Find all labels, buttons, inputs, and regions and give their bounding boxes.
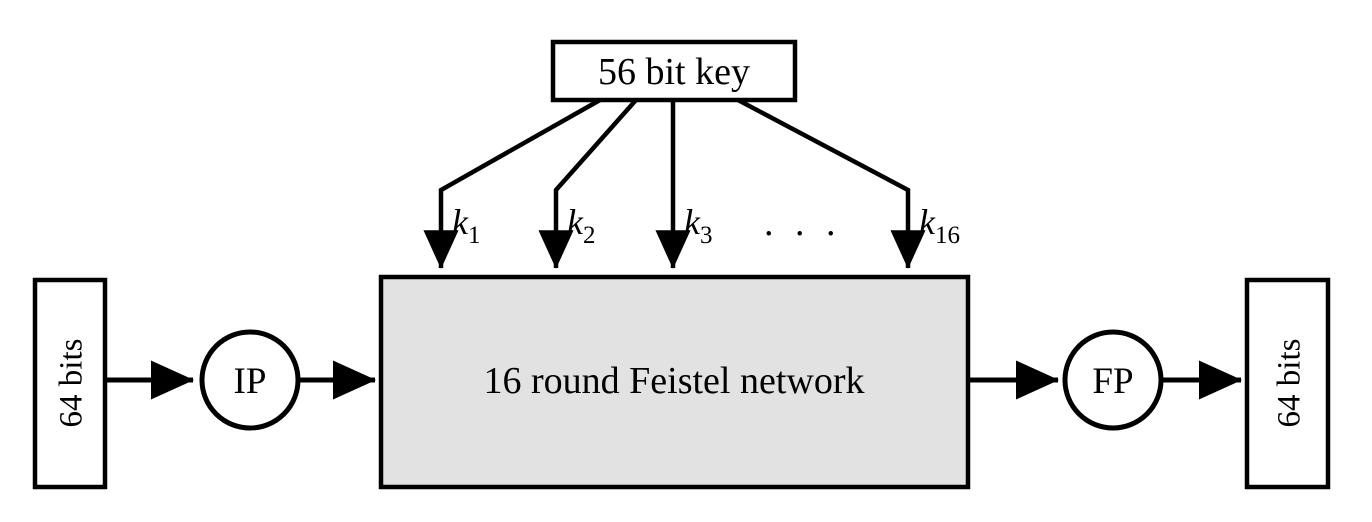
- final-permutation-label: FP: [1092, 361, 1133, 402]
- round-key-base-2: k: [567, 202, 584, 242]
- round-key-sub-16: 16: [935, 222, 960, 249]
- feistel-network-label: 16 round Feistel network: [483, 360, 864, 402]
- initial-permutation-label: IP: [234, 361, 267, 402]
- round-key-base-3: k: [684, 202, 701, 242]
- round-key-base-16: k: [919, 202, 936, 242]
- key-block-label: 56 bit key: [598, 51, 750, 93]
- round-key-ellipsis: . . .: [764, 202, 842, 244]
- round-key-sub-1: 1: [468, 222, 481, 249]
- round-key-label-1: k1: [452, 202, 480, 249]
- round-key-sub-2: 2: [583, 222, 596, 249]
- feistel-network-box: [378, 274, 971, 490]
- round-key-label-3: k3: [684, 202, 712, 249]
- input-block-label: 64 bits: [54, 339, 90, 428]
- round-key-label-16: k16: [919, 202, 960, 249]
- key-line-16: [736, 98, 926, 269]
- round-key-label-2: k2: [567, 202, 595, 249]
- round-key-sub-3: 3: [700, 222, 713, 249]
- key-line-2: [538, 98, 638, 269]
- input-block-box: [32, 277, 108, 490]
- round-key-base-1: k: [452, 202, 469, 242]
- output-block-box: [1244, 277, 1331, 490]
- output-block-label: 64 bits: [1272, 339, 1308, 428]
- key-line-1: [423, 98, 602, 269]
